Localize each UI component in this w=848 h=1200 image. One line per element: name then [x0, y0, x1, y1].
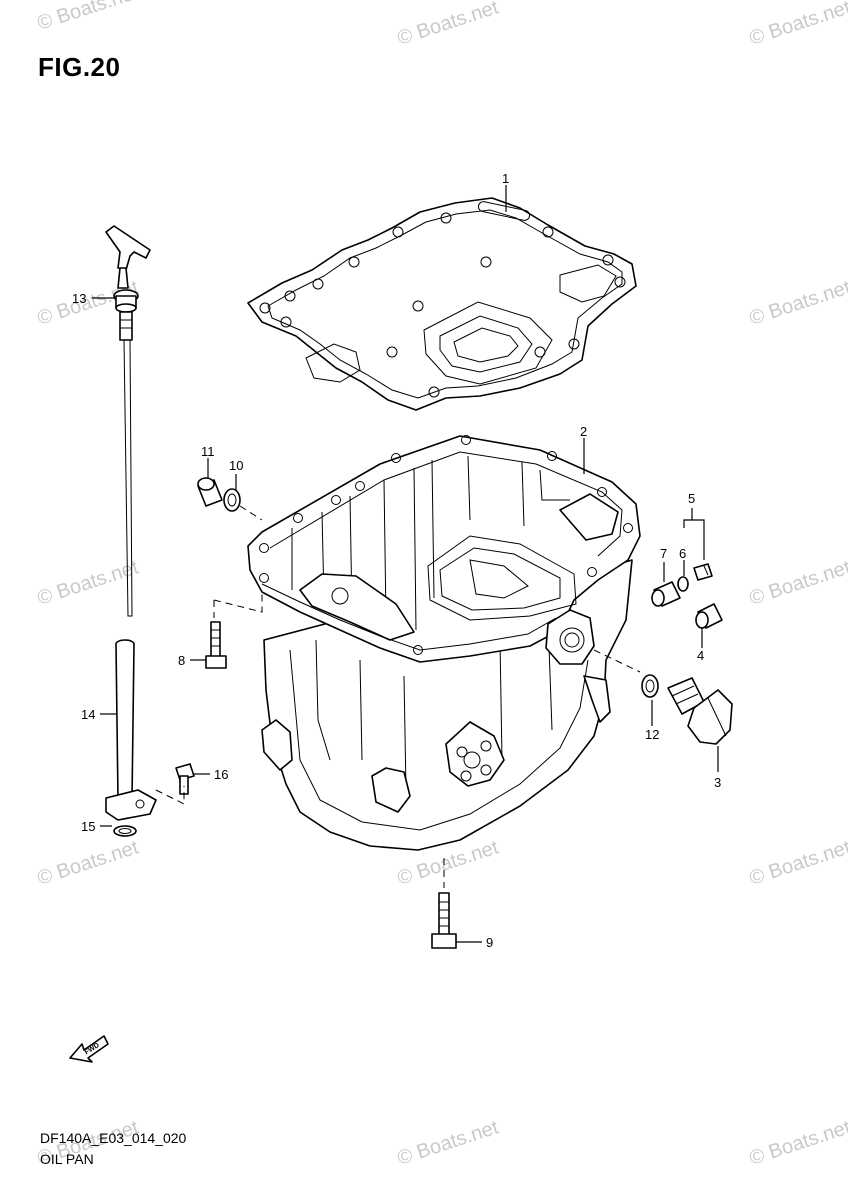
bolt-16[interactable] [175, 763, 195, 795]
watermark: © Boats.net [35, 0, 142, 35]
watermark: © Boats.net [395, 0, 502, 50]
callout-13: 13 [72, 291, 86, 306]
fwd-arrow-icon: FWD [69, 1035, 109, 1063]
washer-6[interactable] [677, 576, 689, 592]
callout-11: 11 [201, 444, 215, 459]
callout-16: 16 [214, 767, 228, 782]
callouts: 1 2 3 4 5 6 7 8 9 10 11 12 13 14 16 15 [72, 171, 721, 950]
bolt-8[interactable] [205, 621, 227, 669]
drain-cap-3[interactable] [667, 677, 733, 745]
callout-10: 10 [229, 458, 243, 473]
figure-title: FIG.20 [38, 52, 121, 82]
o-ring-12[interactable] [641, 674, 659, 698]
diagram-name: OIL PAN [40, 1151, 94, 1167]
callout-1: 1 [502, 171, 509, 186]
watermark: © Boats.net [35, 556, 142, 609]
footer: DF140A_E03_014_020 OIL PAN [40, 1128, 186, 1170]
callout-12: 12 [645, 727, 659, 742]
plug-11[interactable] [197, 477, 223, 507]
callout-3: 3 [714, 775, 721, 790]
oil-pan[interactable] [247, 435, 641, 851]
watermark: © Boats.net [747, 556, 848, 609]
leader-lines [92, 185, 719, 943]
plug-4[interactable] [695, 603, 723, 629]
callout-14: 14 [81, 707, 95, 722]
callout-2: 2 [580, 424, 587, 439]
diagram-code: DF140A_E03_014_020 [40, 1130, 187, 1146]
callout-7: 7 [660, 546, 667, 561]
callout-6: 6 [679, 546, 686, 561]
watermark: © Boats.net [395, 1116, 502, 1169]
callout-4: 4 [697, 648, 704, 663]
dipstick-guide[interactable] [105, 639, 157, 821]
watermark: © Boats.net [747, 276, 848, 329]
fitting-7[interactable] [651, 581, 681, 607]
callout-15: 15 [81, 819, 95, 834]
callout-5: 5 [688, 491, 695, 506]
callout-9: 9 [486, 935, 493, 950]
washer-10[interactable] [223, 488, 241, 512]
dipstick[interactable] [105, 225, 151, 617]
o-ring-15[interactable] [113, 825, 137, 837]
gasket[interactable] [247, 197, 637, 411]
bolt-9[interactable] [431, 892, 457, 949]
watermark: © Boats.net [747, 0, 848, 50]
watermark: © Boats.net [747, 836, 848, 889]
callout-8: 8 [178, 653, 185, 668]
watermark: © Boats.net [747, 1116, 848, 1169]
watermark: © Boats.net [35, 836, 142, 889]
bolt-5[interactable] [693, 563, 713, 581]
